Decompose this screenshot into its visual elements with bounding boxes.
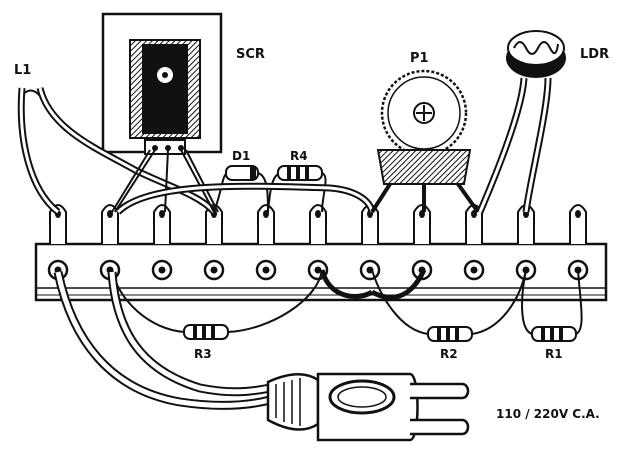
resistor-r3: R3	[183, 324, 229, 361]
terminal-screw-center	[158, 266, 166, 274]
terminal-screw-center	[470, 266, 478, 274]
terminal-tag-hole	[471, 210, 477, 218]
potentiometer-p1: P1	[370, 51, 480, 214]
under-wiring	[111, 268, 583, 335]
diode-d1: D1	[213, 149, 269, 213]
l1-leads: L1	[14, 63, 217, 215]
mains-cord	[53, 271, 272, 410]
terminal-tag	[153, 204, 171, 244]
scr-legs	[111, 149, 219, 213]
terminal-tag	[309, 204, 327, 244]
terminal-lugs	[47, 204, 589, 281]
terminal-tag	[257, 204, 275, 244]
scr-component: SCR	[101, 12, 265, 155]
r1-label: R1	[545, 347, 563, 361]
resistor-r1: R1	[531, 326, 577, 361]
l1-label: L1	[14, 63, 31, 78]
terminal-tag-hole	[107, 210, 113, 218]
terminal-screw-center	[262, 266, 270, 274]
terminal-tag-hole	[159, 210, 165, 218]
ldr-label: LDR	[580, 47, 609, 62]
r2-label: R2	[440, 347, 458, 361]
resistor-r4: R4	[267, 149, 327, 213]
ldr-component: LDR	[476, 30, 609, 214]
terminal-strip	[34, 204, 608, 302]
terminal-screw-center	[210, 266, 218, 274]
r3-label: R3	[194, 347, 212, 361]
resistor-r2: R2	[427, 326, 473, 361]
p1-label: P1	[410, 51, 429, 66]
terminal-tag	[569, 204, 587, 244]
supply-label: 110 / 220V C.A.	[496, 407, 600, 421]
terminal-screw-center	[314, 266, 322, 274]
power-plug	[266, 372, 470, 442]
r4-label: R4	[290, 149, 308, 163]
terminal-tag-hole	[315, 210, 321, 218]
terminal-tag	[49, 204, 67, 244]
d1-label: D1	[232, 149, 250, 163]
terminal-tag-hole	[575, 210, 581, 218]
scr-label: SCR	[236, 47, 265, 62]
